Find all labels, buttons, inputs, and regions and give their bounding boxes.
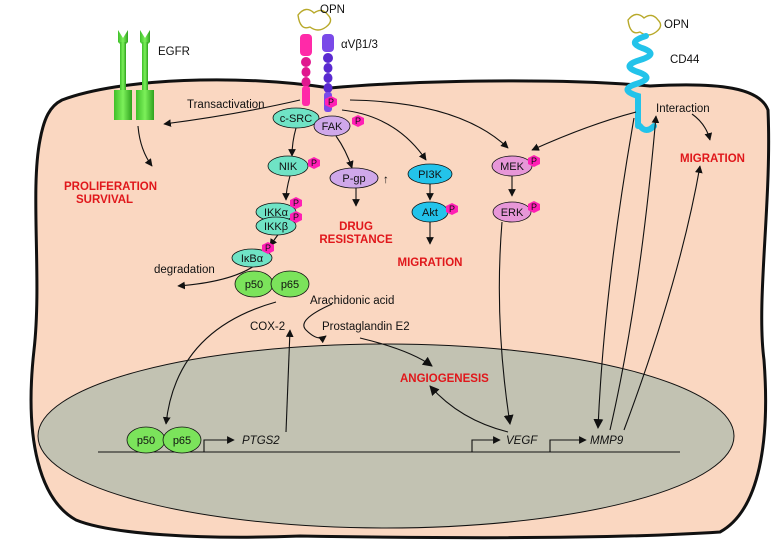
- proliferation-label: PROLIFERATION: [64, 181, 157, 193]
- phospho-badges: P P P P P P P P P: [262, 96, 540, 254]
- node-erk: ERK: [492, 201, 532, 223]
- dna-strand: [98, 436, 680, 453]
- cd44-receptor: [624, 13, 662, 133]
- svg-text:P: P: [355, 116, 361, 126]
- angiogenesis-label: ANGIOGENESIS: [400, 373, 489, 385]
- svg-text:Akt: Akt: [422, 207, 438, 219]
- arrow-erk-vegf: [498, 221, 514, 425]
- arachidonic-acid-label: Arachidonic acid: [310, 295, 394, 307]
- connectors: [137, 99, 713, 433]
- arrow-to-mek: [349, 99, 509, 149]
- degradation-label: degradation: [154, 264, 215, 276]
- phospho-nik: P: [308, 157, 320, 169]
- arrow-mmp9-migration: [623, 165, 703, 431]
- egfr-label: EGFR: [158, 46, 190, 58]
- svg-text:P: P: [265, 243, 271, 253]
- mmp9-gene: MMP9: [590, 435, 624, 447]
- arrow-to-pi3k: [341, 109, 427, 161]
- svg-text:NIK: NIK: [279, 161, 298, 173]
- node-ikba: IκBα: [231, 248, 273, 268]
- egfr-receptor: [114, 30, 154, 120]
- resistance-label: RESISTANCE: [319, 234, 393, 246]
- node-csrc: c-SRC: [272, 107, 320, 129]
- phospho-integrin: P: [325, 96, 337, 108]
- opn-ligand-left: [297, 8, 332, 31]
- node-p50-nucleus: p50: [126, 426, 166, 454]
- arrow-egfr-proliferation: [137, 125, 153, 167]
- node-nik: NIK: [267, 155, 309, 177]
- arrow-arachidonic-pge2: [303, 303, 333, 344]
- survival-label: SURVIVAL: [76, 194, 133, 206]
- svg-text:FAK: FAK: [322, 121, 343, 133]
- opn-ligand-right: [627, 13, 662, 36]
- svg-text:p50: p50: [245, 279, 263, 291]
- node-p50: p50: [234, 270, 274, 298]
- svg-text:P: P: [293, 212, 299, 222]
- svg-text:p50: p50: [137, 435, 155, 447]
- phospho-mek: P: [528, 155, 540, 167]
- node-p65-nucleus: p65: [162, 426, 202, 454]
- arrow-vegf-angiogenesis: [429, 385, 509, 433]
- node-mek: MEK: [491, 155, 533, 177]
- arrow-fak-pgp: [335, 135, 354, 169]
- arrow-csrc-nik: [288, 127, 297, 157]
- vegf-gene: VEGF: [506, 435, 538, 447]
- opn-right-label: OPN: [664, 19, 689, 31]
- arrow-cd44-mmp9: [593, 117, 635, 429]
- svg-text:PI3K: PI3K: [418, 169, 443, 181]
- phospho-erk: P: [528, 201, 540, 213]
- arrow-mmp9-interaction: [609, 115, 660, 431]
- arrow-ptgs2-cox2: [285, 329, 294, 433]
- node-pgp: P-gp: [329, 167, 379, 189]
- svg-text:p65: p65: [281, 279, 299, 291]
- svg-text:IκBα: IκBα: [241, 253, 264, 265]
- phospho-akt: P: [446, 203, 458, 215]
- arrow-cd44-mek: [531, 111, 637, 151]
- phospho-ikkb: P: [290, 211, 302, 223]
- svg-text:MEK: MEK: [500, 161, 525, 173]
- svg-text:IKKα: IKKα: [264, 207, 289, 219]
- node-pi3k: PI3K: [407, 163, 453, 185]
- svg-text:P-gp: P-gp: [342, 173, 365, 185]
- interaction-label: Interaction: [656, 103, 710, 115]
- integrin-label: αVβ1/3: [341, 39, 378, 51]
- transactivation-label: Transactivation: [187, 99, 265, 111]
- phospho-fak: P: [352, 115, 364, 127]
- svg-text:P: P: [311, 158, 317, 168]
- node-ikkb: IKKβ: [255, 216, 297, 236]
- cox2-label: COX-2: [250, 321, 285, 333]
- phospho-ikka: P: [290, 197, 302, 209]
- pge2-label: Prostaglandin E2: [322, 321, 410, 333]
- svg-text:P: P: [531, 156, 537, 166]
- phospho-ikba: P: [262, 242, 274, 254]
- opn-left-label: OPN: [320, 4, 345, 16]
- svg-text:c-SRC: c-SRC: [280, 113, 312, 125]
- cd44-label: CD44: [670, 54, 700, 66]
- drug-label: DRUG: [339, 221, 373, 233]
- svg-text:P: P: [449, 204, 455, 214]
- arrow-pge2-angiogenesis: [359, 337, 433, 367]
- arrow-interaction-migration: [691, 113, 713, 141]
- pgp-up-arrow: ↑: [383, 174, 389, 186]
- svg-text:P: P: [531, 202, 537, 212]
- node-akt: Akt: [411, 201, 449, 223]
- nucleus: [37, 343, 735, 529]
- arrow-nik-ikk: [282, 175, 291, 201]
- arrow-degradation: [177, 265, 255, 290]
- arrow-transactivation: [163, 99, 301, 127]
- ptgs2-gene: PTGS2: [242, 435, 280, 447]
- svg-text:P: P: [293, 198, 299, 208]
- svg-text:ERK: ERK: [501, 207, 524, 219]
- svg-text:P: P: [328, 97, 334, 107]
- node-fak: FAK: [313, 115, 351, 137]
- migration-cd44-label: MIGRATION: [680, 153, 745, 165]
- node-p65: p65: [270, 270, 310, 298]
- arrow-p50p65-nucleus: [162, 301, 277, 425]
- svg-text:p65: p65: [173, 435, 191, 447]
- svg-text:IKKβ: IKKβ: [264, 221, 288, 233]
- migration-akt-label: MIGRATION: [398, 257, 463, 269]
